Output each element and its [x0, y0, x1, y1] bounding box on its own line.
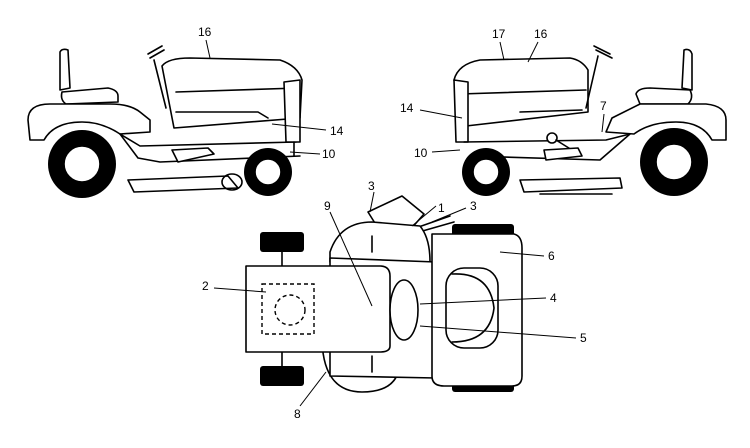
- callout-14-right: 14: [400, 101, 414, 115]
- right-side-view: 17 16 14 10 7: [400, 27, 727, 196]
- callout-5: 5: [580, 331, 587, 345]
- callout-2: 2: [202, 279, 209, 293]
- callout-1: 1: [438, 201, 445, 215]
- callout-17-right: 17: [492, 27, 506, 41]
- callout-14-left: 14: [330, 124, 344, 138]
- callout-3-upper: 3: [368, 179, 375, 193]
- callout-16-right: 16: [534, 27, 548, 41]
- callout-3-lower: 3: [470, 199, 477, 213]
- callout-10-right: 10: [414, 146, 428, 160]
- callout-6: 6: [548, 249, 555, 263]
- left-side-view: 16 14 10: [27, 25, 344, 198]
- callout-4: 4: [550, 291, 557, 305]
- top-view: 9 3 1 3 6 2 4 5 8: [202, 179, 587, 421]
- callout-9: 9: [324, 199, 331, 213]
- callout-7-right: 7: [600, 99, 607, 113]
- callout-8: 8: [294, 407, 301, 421]
- callout-10-left: 10: [322, 147, 336, 161]
- callout-16-left: 16: [198, 25, 212, 39]
